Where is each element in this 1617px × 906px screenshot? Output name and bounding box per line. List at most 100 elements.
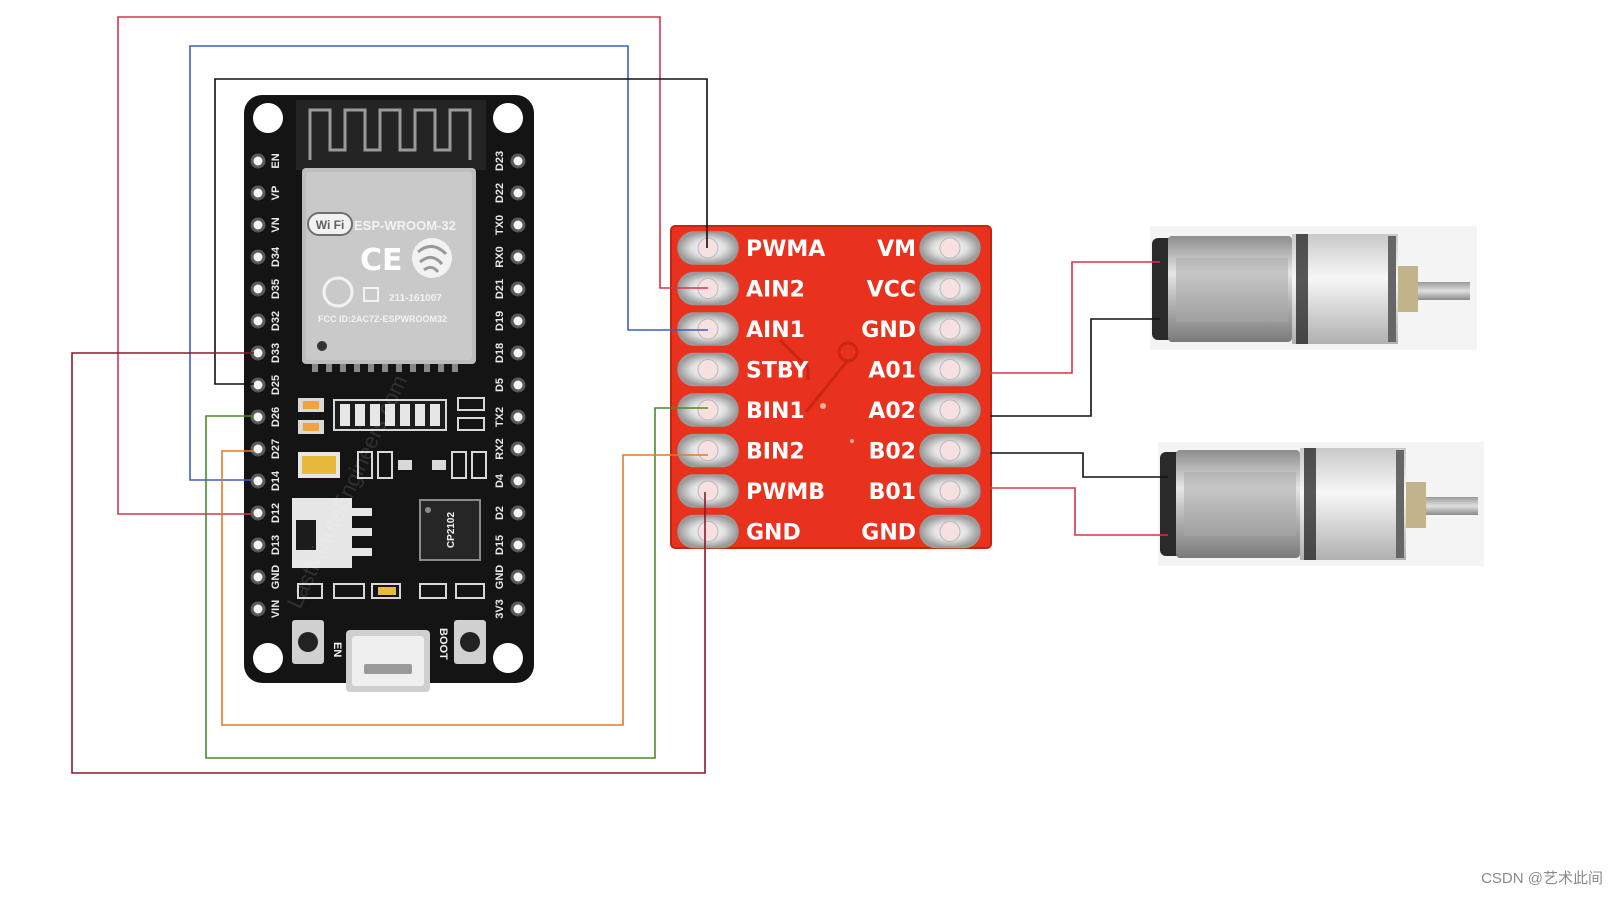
driver-pad-hole xyxy=(697,359,719,380)
esp32-pin-hole xyxy=(513,284,523,294)
wire-a01-motor1 xyxy=(990,261,1160,374)
wire-d25-pwma xyxy=(214,78,708,385)
bottom-smd-row xyxy=(297,583,485,599)
esp32-pin-label: D25 xyxy=(270,375,282,395)
esp32-pin-label: D2 xyxy=(494,506,506,520)
esp32-pin-hole xyxy=(513,476,523,486)
cert-r-box xyxy=(363,287,379,302)
voltage-regulator xyxy=(292,498,372,568)
pin1-dot xyxy=(317,341,327,351)
driver-pin-label: GND xyxy=(861,318,916,343)
esp32-pin-label: D12 xyxy=(270,503,282,523)
driver-pad-hole xyxy=(939,480,961,502)
esp32-pin-label: TX0 xyxy=(494,215,506,235)
esp32-pin-label: D34 xyxy=(270,246,282,267)
esp32-pin-hole xyxy=(253,412,263,422)
fcc-id: FCC ID:2AC7Z-ESPWROOM32 xyxy=(318,314,447,324)
usb-chip-label: CP2102 xyxy=(446,511,457,548)
esp32-pin-hole xyxy=(253,380,263,390)
esp32-pin-hole xyxy=(513,412,523,422)
driver-pad-hole xyxy=(697,237,719,259)
esp32-pin-label: D35 xyxy=(270,279,282,299)
esp32-pin-label: RX0 xyxy=(494,246,506,267)
usb-uart-chip: CP2102 xyxy=(419,499,481,561)
motor-2-shaft xyxy=(1426,497,1478,515)
esp32-pin-label: D13 xyxy=(270,535,282,555)
esp32-pin-hole xyxy=(513,508,523,518)
esp32-left-pin-header: ENVPVND34D35D32D33D25D26D27D14D12D13GNDV… xyxy=(250,153,282,618)
wires xyxy=(71,16,1168,774)
module-castellations xyxy=(312,364,458,372)
esp32-pin-label: D15 xyxy=(494,535,506,555)
wire-d12-ain2 xyxy=(117,16,708,515)
esp32-pin-hole xyxy=(253,316,263,326)
driver-pad-hole xyxy=(697,480,719,502)
esp32-pin-label: GND xyxy=(494,565,506,590)
wire-d26-bin1 xyxy=(205,407,708,759)
driver-pin-label: B01 xyxy=(869,480,916,505)
motor-1 xyxy=(1150,226,1477,350)
esp32-pin-label: 3V3 xyxy=(494,599,506,619)
boot-button: BOOT xyxy=(437,620,486,664)
esp32-pin-hole xyxy=(253,284,263,294)
esp32-pin-label: D22 xyxy=(494,183,506,203)
motor-2-gearbox-ring xyxy=(1304,448,1316,560)
cert-number: 211-161007 xyxy=(389,293,442,304)
motor-2-gearbox xyxy=(1300,448,1406,560)
driver-pin-label: BIN1 xyxy=(746,399,805,424)
driver-pad-hole xyxy=(939,399,961,421)
esp32-pin-label: VIN xyxy=(270,600,282,618)
esp32-pin-hole xyxy=(513,348,523,358)
smd-cap xyxy=(378,587,396,595)
motor-1-shaft xyxy=(1418,282,1470,300)
esp32-pin-hole xyxy=(253,476,263,486)
antenna-trace xyxy=(308,108,472,160)
boot-button-label: BOOT xyxy=(437,628,449,660)
driver-pad-hole xyxy=(697,318,719,340)
driver-pad-hole xyxy=(939,521,961,542)
motor-1-label-area xyxy=(1176,258,1288,322)
esp32-pin-label: D32 xyxy=(270,311,282,331)
esp32-pin-label: GND xyxy=(270,565,282,590)
smd-components xyxy=(298,397,487,479)
wire-d14-ain1 xyxy=(189,45,708,481)
esp32-pin-hole xyxy=(253,604,263,614)
esp32-pin-label: D4 xyxy=(494,473,506,488)
esp32-board: Wi Fi ESP-WROOM-32 CE 211-161007 FCC ID:… xyxy=(244,95,534,692)
wire-d33-pwmb xyxy=(71,352,706,774)
driver-pin-label: STBY xyxy=(746,359,809,384)
motor-2-bushing xyxy=(1406,482,1426,528)
cert-logo xyxy=(322,276,354,308)
en-button: EN xyxy=(292,620,343,664)
driver-pad-hole xyxy=(697,521,719,542)
mounting-hole xyxy=(493,643,523,673)
motor-2 xyxy=(1158,442,1484,566)
driver-pcb-edge xyxy=(670,225,992,549)
driver-pin-label: AIN1 xyxy=(746,318,805,343)
esp32-pin-hole xyxy=(513,220,523,230)
wifi-badge: Wi Fi xyxy=(307,212,353,236)
driver-pin-label: PWMB xyxy=(746,480,825,505)
esp32-pin-label: D21 xyxy=(494,279,506,299)
esp32-pin-label: D19 xyxy=(494,311,506,331)
motor-1-gearbox xyxy=(1292,234,1398,344)
esp32-pin-hole xyxy=(513,188,523,198)
wifi-badge-text: Wi Fi xyxy=(316,218,345,232)
esp32-pin-hole xyxy=(253,252,263,262)
driver-pad-hole xyxy=(697,440,719,461)
esp32-pin-label: D23 xyxy=(494,151,506,171)
driver-pad-hole xyxy=(939,440,961,461)
wire-a02-motor1 xyxy=(990,318,1160,417)
mounting-hole xyxy=(253,643,283,673)
wire-b02-motor2 xyxy=(990,452,1168,478)
esp32-pin-label: D5 xyxy=(494,378,506,392)
driver-pad-hole xyxy=(939,278,961,299)
motor-2-gearbox-ring xyxy=(1396,450,1404,558)
esp32-pin-hole xyxy=(513,252,523,262)
driver-pad-hole xyxy=(697,399,719,421)
driver-pcb xyxy=(671,226,991,548)
